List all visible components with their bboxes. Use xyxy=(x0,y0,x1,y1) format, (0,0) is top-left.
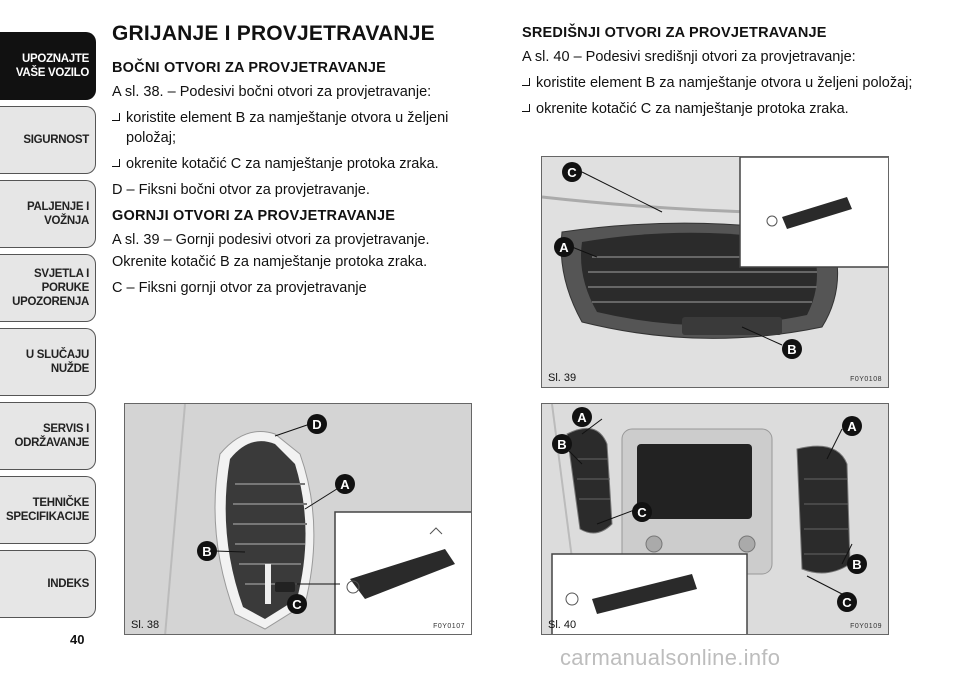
tab-sigurnost[interactable]: SIGURNOST xyxy=(0,106,96,174)
tab-label: UPOZNAJTE VAŠE VOZILO xyxy=(15,53,89,79)
list-item: okrenite kotačić C za namještanje protok… xyxy=(112,154,502,174)
callout-c: C xyxy=(567,165,577,180)
list-item-text: okrenite kotačić C za namještanje protok… xyxy=(536,101,849,117)
side-vents-note: D – Fiksni bočni otvor za provjetravanje… xyxy=(112,182,370,198)
callout-a: A xyxy=(847,419,857,434)
tab-upoznajte-vase-vozilo[interactable]: UPOZNAJTE VAŠE VOZILO xyxy=(0,32,96,100)
watermark-text: carmanualsonline.info xyxy=(560,645,781,670)
callout-c: C xyxy=(842,595,852,610)
upper-vents-line: Okrenite kotačić B za namještanje protok… xyxy=(112,254,428,270)
tab-label: SIGURNOST xyxy=(23,134,89,146)
tab-paljenje-i-voznja[interactable]: PALJENJE I VOŽNJA xyxy=(0,180,96,248)
center-vents-intro: A sl. 40 – Podesivi središnji otvori za … xyxy=(522,49,856,65)
figure-code: F0Y0109 xyxy=(850,623,882,630)
right-column: SREDIŠNJI OTVORI ZA PROVJETRAVANJE A sl.… xyxy=(522,22,922,125)
tab-label: U SLUČAJU NUŽDE xyxy=(25,349,89,375)
callout-b: B xyxy=(557,437,566,452)
callout-a: A xyxy=(340,477,350,492)
callout-c: C xyxy=(637,505,647,520)
tab-label: INDEKS xyxy=(47,578,89,590)
tab-indeks[interactable]: INDEKS xyxy=(0,550,96,618)
list-item: koristite element B za namještanje otvor… xyxy=(112,108,502,148)
side-vent-illustration: D A B C xyxy=(125,404,471,634)
upper-vents-line: A sl. 39 – Gornji podesivi otvori za pro… xyxy=(112,232,430,248)
callout-a: A xyxy=(577,410,587,425)
chapter-sidebar: UPOZNAJTE VAŠE VOZILO SIGURNOST PALJENJE… xyxy=(0,0,98,677)
figure-39-upper-vent: C A B Sl. 39 F0Y0108 xyxy=(541,156,889,388)
figure-code: F0Y0107 xyxy=(433,623,465,630)
figure-caption: Sl. 40 xyxy=(548,619,577,631)
center-vents-illustration: A B C A B C xyxy=(542,404,888,634)
tab-label: PALJENJE I VOŽNJA xyxy=(27,201,89,227)
list-item-text: okrenite kotačić C za namještanje protok… xyxy=(126,156,439,172)
list-item: koristite element B za namještanje otvor… xyxy=(522,73,922,93)
list-item-text: koristite element B za namještanje otvor… xyxy=(126,110,449,146)
callout-a: A xyxy=(559,240,569,255)
list-item: okrenite kotačić C za namještanje protok… xyxy=(522,99,922,119)
upper-vents-line: C – Fiksni gornji otvor za provjetravanj… xyxy=(112,280,367,296)
callout-d: D xyxy=(312,417,321,432)
tab-label: SVJETLA I PORUKE UPOZORENJA xyxy=(12,268,89,308)
callout-b: B xyxy=(852,557,861,572)
section-heading-center-vents: SREDIŠNJI OTVORI ZA PROVJETRAVANJE xyxy=(522,25,827,41)
section-heading-upper-vents: GORNJI OTVORI ZA PROVJETRAVANJE xyxy=(112,208,396,224)
callout-c: C xyxy=(292,597,302,612)
checkbox-bullet-icon xyxy=(112,113,120,121)
figure-code: F0Y0108 xyxy=(850,376,882,383)
callout-b: B xyxy=(787,342,796,357)
upper-vent-illustration: C A B xyxy=(542,157,888,387)
tab-svjetla-i-poruke[interactable]: SVJETLA I PORUKE UPOZORENJA xyxy=(0,254,96,322)
tab-tehnicke-specifikacije[interactable]: TEHNIČKE SPECIFIKACIJE xyxy=(0,476,96,544)
figure-40-center-vents: A B C A B C Sl. 40 F0Y0109 xyxy=(541,403,889,635)
list-item-text: koristite element B za namještanje otvor… xyxy=(536,75,913,91)
tab-u-slucaju-nuzde[interactable]: U SLUČAJU NUŽDE xyxy=(0,328,96,396)
page-number: 40 xyxy=(70,632,85,647)
checkbox-bullet-icon xyxy=(522,104,530,112)
checkbox-bullet-icon xyxy=(112,159,120,167)
section-heading-side-vents: BOČNI OTVORI ZA PROVJETRAVANJE xyxy=(112,60,387,76)
figure-38-side-vent: D A B C Sl. 38 F0Y0107 xyxy=(124,403,472,635)
checkbox-bullet-icon xyxy=(522,78,530,86)
figure-caption: Sl. 39 xyxy=(548,372,577,384)
page-title: GRIJANJE I PROVJETRAVANJE xyxy=(112,22,435,45)
tab-label: TEHNIČKE SPECIFIKACIJE xyxy=(5,497,89,523)
tab-servis-i-odrzavanje[interactable]: SERVIS I ODRŽAVANJE xyxy=(0,402,96,470)
side-vents-intro: A sl. 38. – Podesivi bočni otvori za pro… xyxy=(112,84,432,100)
figure-caption: Sl. 38 xyxy=(131,619,160,631)
tab-label: SERVIS I ODRŽAVANJE xyxy=(14,423,89,449)
callout-b: B xyxy=(202,544,211,559)
left-column: GRIJANJE I PROVJETRAVANJE BOČNI OTVORI Z… xyxy=(112,22,502,304)
